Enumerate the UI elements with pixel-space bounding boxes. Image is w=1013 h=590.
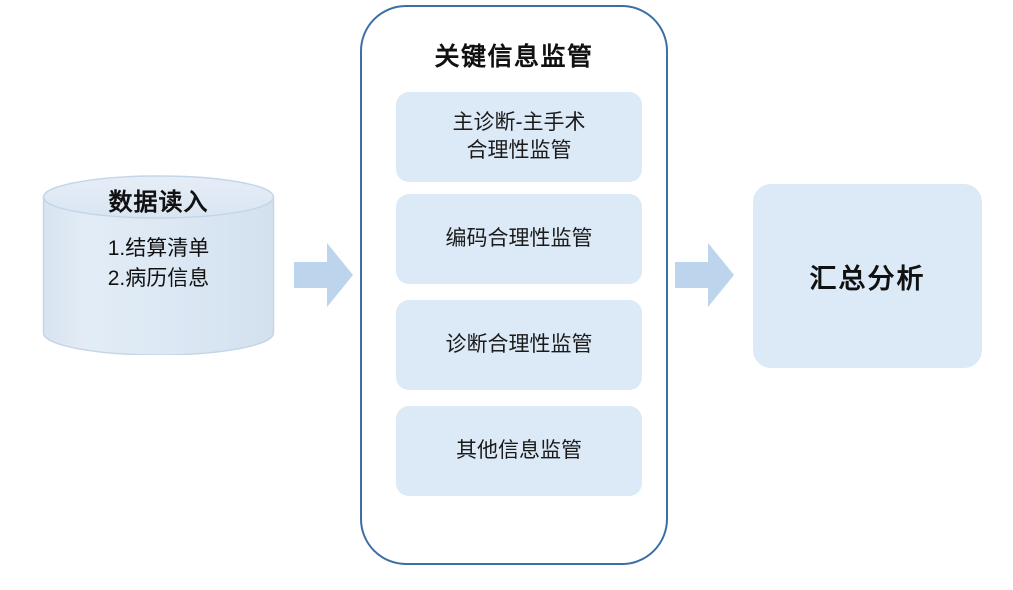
supervision-item-2-line-1: 编码合理性监管 [445,227,593,251]
supervision-item-coding[interactable]: 编码合理性监管 [396,194,642,284]
supervision-panel-title: 关键信息监管 [434,43,594,71]
summary-analysis-title: 汇总分析 [809,263,926,294]
key-info-supervision-panel[interactable]: 关键信息监管 主诊断-主手术 合理性监管 编码合理性监管 诊断合理性监管 其他信… [360,5,668,565]
data-source-lines: 1.结算清单 2.病历信息 [108,234,210,294]
supervision-item-diagnosis-operation[interactable]: 主诊断-主手术 合理性监管 [396,92,642,182]
supervision-item-3-line-1: 诊断合理性监管 [445,333,593,357]
arrow-source-to-supervise-icon [294,243,353,307]
data-source-title: 数据读入 [108,189,209,216]
cylinder-shape-icon [42,175,275,355]
supervision-item-1-line-1: 主诊断-主手术 [452,111,586,135]
supervision-item-diagnosis[interactable]: 诊断合理性监管 [396,300,642,390]
supervision-item-other-info[interactable]: 其他信息监管 [396,406,642,496]
arrow-supervise-to-summary-icon [675,243,734,307]
data-source-line-1: 1.结算清单 [107,237,210,260]
data-source-line-2: 2.病历信息 [107,266,210,290]
supervision-item-1-line-2: 合理性监管 [466,139,572,162]
summary-analysis-box[interactable]: 汇总分析 [753,184,982,368]
supervision-item-4-line-1: 其他信息监管 [456,439,582,463]
data-source-cylinder[interactable]: 数据读入 1.结算清单 2.病历信息 [42,175,275,355]
